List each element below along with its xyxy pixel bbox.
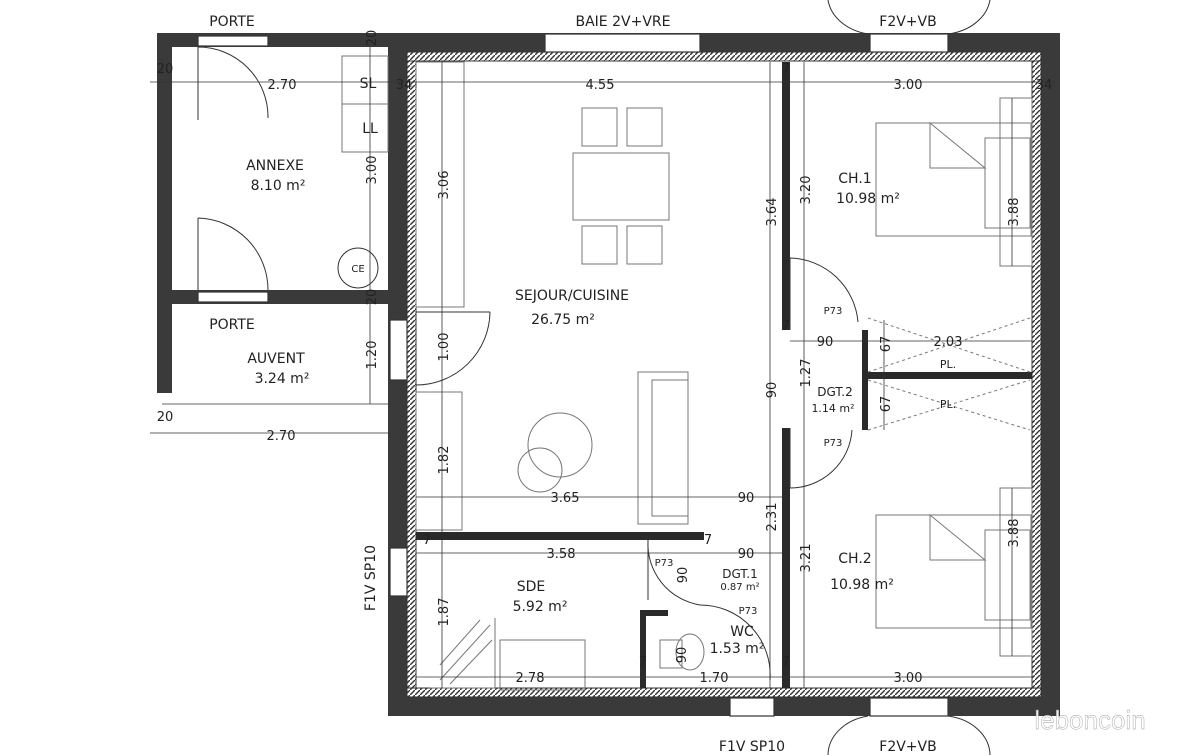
fixture-pl-2: PL.: [940, 398, 956, 411]
room-ch2-area: 10.98 m²: [830, 577, 894, 593]
dim-182: 1.82: [437, 446, 452, 475]
ce-circle: [337, 247, 379, 289]
dim-203: 2.03: [934, 335, 963, 350]
dim-7-e: 7: [782, 655, 790, 670]
watermark-leboncoin: leboncoin: [1034, 705, 1145, 735]
dim-20-c: 20: [365, 289, 380, 306]
dimension-labels: 20 2.70 34 4.55 7 3.00 34 90 2.03 20 2.7…: [157, 62, 1053, 686]
dim-20-b: 20: [365, 30, 380, 47]
room-sejour-name: SEJOUR/CUISINE: [515, 288, 629, 304]
room-sejour-area: 26.75 m²: [531, 312, 595, 328]
dim-300-annexe: 3.00: [365, 156, 380, 185]
dim-20-a: 20: [157, 62, 174, 77]
room-ch1-name: CH.1: [838, 171, 871, 187]
dim-231: 2.31: [765, 503, 780, 532]
fixture-ll: LL: [362, 121, 378, 137]
room-dgt1-area: 0.87 m²: [720, 582, 759, 593]
dim-187: 1.87: [437, 598, 452, 627]
dim-388-b: 3.88: [1007, 519, 1022, 548]
label-porte-top: PORTE: [209, 14, 255, 30]
dim-306: 3.06: [437, 171, 452, 200]
room-wc-name: WC: [730, 624, 754, 640]
dim-67-b: 67: [879, 396, 894, 413]
room-ch2-name: CH.2: [838, 551, 871, 567]
fixture-sl: SL: [360, 76, 377, 92]
door-swings: [197, 0, 991, 755]
room-annexe-name: ANNEXE: [246, 158, 304, 174]
label-f1v-bottom: F1V SP10: [719, 739, 785, 755]
dim-270-bot: 2.70: [267, 429, 296, 444]
dim-321: 3.21: [799, 544, 814, 573]
dim-127: 1.27: [799, 359, 814, 388]
room-sde-name: SDE: [517, 579, 546, 595]
dim-365: 3.65: [551, 491, 580, 506]
dim-320: 3.20: [799, 176, 814, 205]
dim-20-d: 20: [157, 410, 174, 425]
dim-90-v: 90: [765, 382, 780, 399]
label-baie: BAIE 2V+VRE: [576, 14, 671, 30]
room-sde-area: 5.92 m²: [513, 599, 568, 615]
dim-34-right: 34: [1036, 78, 1053, 93]
room-dgt2-area: 1.14 m²: [811, 402, 854, 415]
door-p73-b: P73: [824, 438, 843, 449]
fixture-pl-1: PL.: [940, 358, 956, 371]
dim-34-left: 34: [396, 78, 413, 93]
dim-300-bot: 3.00: [894, 671, 923, 686]
dim-270-top: 2.70: [268, 78, 297, 93]
door-p73-c: P73: [655, 558, 674, 569]
dim-90-h2: 90: [738, 547, 755, 562]
label-f1v-left: F1V SP10: [363, 545, 379, 611]
dim-90-dgt1: 90: [676, 567, 691, 584]
dim-7-c: 7: [639, 655, 647, 670]
dim-7-top: 7: [782, 62, 790, 77]
dim-90-h1: 90: [738, 491, 755, 506]
dim-100: 1.00: [437, 333, 452, 362]
dim-300-top: 3.00: [894, 78, 923, 93]
dim-90-wc: 90: [675, 647, 690, 664]
room-auvent-area: 3.24 m²: [255, 371, 310, 387]
room-dgt1-name: DGT.1: [722, 567, 757, 581]
dim-364: 3.64: [765, 198, 780, 227]
dimension-labels-vertical: 20 3.00 20 1.20 3.06 1.00 1.82 1.87 3.64…: [365, 30, 1022, 664]
dim-120: 1.20: [365, 341, 380, 370]
room-auvent-name: AUVENT: [247, 351, 305, 367]
room-ch1-area: 10.98 m²: [836, 191, 900, 207]
door-p73-d: P73: [739, 606, 758, 617]
fixture-ce: CE: [351, 264, 364, 275]
dim-170: 1.70: [700, 671, 729, 686]
room-wc-area: 1.53 m²: [710, 641, 765, 657]
label-f2v-bottom: F2V+VB: [879, 739, 936, 755]
door-p73-a: P73: [824, 306, 843, 317]
furniture: [341, 55, 1033, 691]
dim-358: 3.58: [547, 547, 576, 562]
wall-insulation: [406, 51, 1042, 698]
dim-90-dgt2: 90: [817, 335, 834, 350]
dim-7-d: 7: [782, 319, 790, 334]
interior-walls: [416, 62, 1032, 688]
room-dgt2-name: DGT.2: [817, 385, 852, 399]
label-porte-mid: PORTE: [209, 317, 255, 333]
dim-455: 4.55: [586, 78, 615, 93]
room-annexe-area: 8.10 m²: [251, 178, 306, 194]
dim-7-a: 7: [423, 533, 431, 548]
dim-67-a: 67: [879, 336, 894, 353]
windows: [197, 33, 949, 717]
dimension-lines: [150, 47, 1055, 688]
dim-388-a: 3.88: [1007, 198, 1022, 227]
dim-278: 2.78: [516, 671, 545, 686]
dim-7-b: 7: [704, 533, 712, 548]
label-f2v-top: F2V+VB: [879, 14, 936, 30]
